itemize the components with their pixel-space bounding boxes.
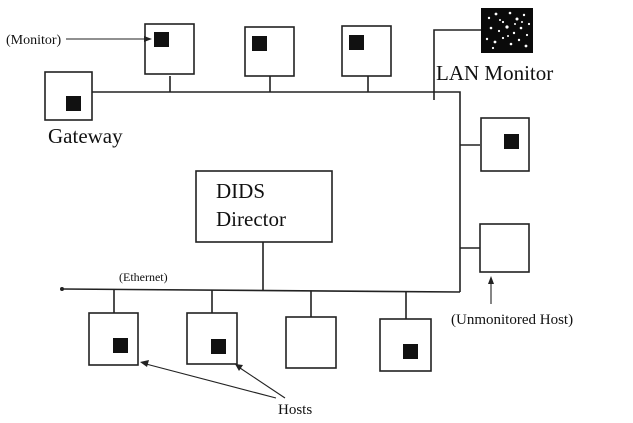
lan-monitor-speckle xyxy=(485,11,531,50)
lan-monitor-link xyxy=(433,29,482,100)
unmonitored-host-label: (Unmonitored Host) xyxy=(451,312,573,328)
top-host-3 xyxy=(341,25,392,77)
hosts-pointer-arrowhead-right xyxy=(235,364,243,371)
dids-director-box: DIDS Director xyxy=(195,170,333,243)
monitor-icon xyxy=(252,36,267,51)
monitor-icon xyxy=(349,35,364,50)
monitor-icon xyxy=(154,32,169,47)
bottom-host-4 xyxy=(379,318,432,372)
monitor-icon xyxy=(66,96,81,111)
bottom-host-stubs xyxy=(113,290,407,319)
hosts-label: Hosts xyxy=(278,402,312,418)
monitor-pointer-arrowhead xyxy=(144,36,152,42)
lan-monitor-box xyxy=(481,8,533,53)
unmonitored-host xyxy=(479,223,530,273)
bottom-host-1 xyxy=(88,312,139,366)
unmonitored-pointer-arrowhead xyxy=(488,276,494,284)
hosts-pointer-line-left xyxy=(145,363,277,399)
monitor-icon xyxy=(113,338,128,353)
main-bus-line xyxy=(68,76,461,292)
right-host-stubs xyxy=(460,144,480,249)
monitor-icon xyxy=(403,344,418,359)
bottom-host-3-unmonitored xyxy=(285,316,337,369)
monitor-icon xyxy=(211,339,226,354)
ethernet-line xyxy=(61,288,461,293)
monitor-icon xyxy=(504,134,519,149)
lan-monitor-label: LAN Monitor xyxy=(436,61,553,85)
ethernet-terminator xyxy=(60,287,64,291)
ethernet-label: (Ethernet) xyxy=(119,270,168,284)
dids-director-subtitle: Director xyxy=(216,207,286,231)
network-wiring xyxy=(60,29,482,319)
gateway-host xyxy=(44,71,93,121)
top-host-1 xyxy=(144,23,195,75)
top-host-2 xyxy=(244,26,295,77)
hosts-pointer-arrowhead-left xyxy=(140,360,149,367)
bottom-host-2 xyxy=(186,312,238,365)
right-host-monitored xyxy=(480,117,530,172)
gateway-label: Gateway xyxy=(48,124,123,148)
hosts-pointer-line-right xyxy=(239,367,286,399)
monitor-label: (Monitor) xyxy=(6,33,62,48)
dids-director-title: DIDS xyxy=(216,179,265,203)
